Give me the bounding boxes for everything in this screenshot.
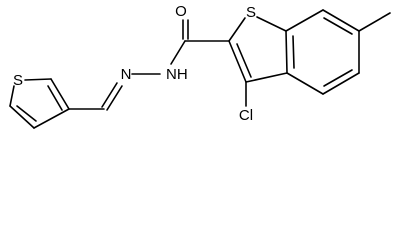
bond-c7-c6 — [322, 9, 360, 32]
bond-s1-c2 — [228, 17, 246, 42]
bond-c3a-c7a-inner — [292, 35, 295, 69]
chlorine-atom-label: Cl — [239, 107, 253, 124]
bond-c7a-c7 — [285, 9, 324, 32]
bond-c7a-s1 — [256, 16, 287, 32]
bond-carbonyl-nh — [170, 40, 186, 65]
bond-n-ch-2 — [106, 85, 123, 111]
benzothiophene-benzene-ring — [285, 9, 360, 95]
bond-t-c2-s — [24, 78, 52, 81]
bond-c2-c3-inner — [236, 43, 252, 78]
thiophene-sulfur-atom-label: S — [13, 72, 23, 89]
bond-t-c3-c2-inner — [47, 85, 63, 111]
amide-nh-atom-label: NH — [166, 66, 188, 83]
bond-c3a-c7a — [285, 30, 288, 74]
benzothiophene-thiophene-ring — [228, 16, 288, 83]
ring-sulfur-atom-label: S — [246, 4, 256, 21]
thiophene-ring — [9, 78, 70, 129]
bond-t-c3-c2 — [50, 78, 70, 110]
chemical-structure-diagram: O S NH N Cl S — [9, 3, 391, 129]
bond-c2-c3 — [228, 40, 247, 83]
bond-t-c4-c3 — [33, 108, 70, 129]
bond-c5-c4 — [322, 72, 360, 95]
bond-c5-c4-inner — [323, 69, 353, 87]
oxygen-atom-label: O — [175, 3, 187, 20]
bond-c3-c3a — [245, 72, 288, 83]
bond-c7-c6-inner — [323, 17, 353, 35]
bond-n-ch-1 — [101, 82, 118, 108]
bond-t-s-c5 — [9, 85, 15, 107]
bond-t-c5-c4-inner — [16, 105, 37, 122]
bond-t-c5-c4 — [9, 105, 35, 129]
imine-n-atom-label: N — [121, 66, 132, 83]
bond-methyl — [358, 12, 391, 32]
bond-c4-c3a — [286, 72, 324, 95]
